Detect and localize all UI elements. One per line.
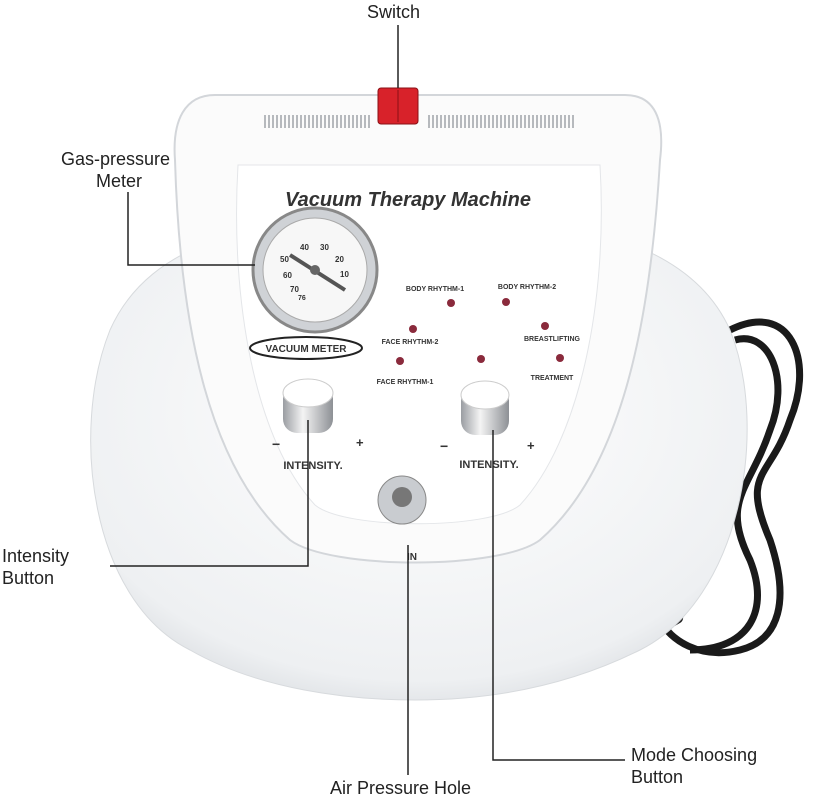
callout-line-2: Button bbox=[631, 767, 684, 787]
callout-line-1: Gas-pressure bbox=[60, 149, 170, 169]
intensity-knob[interactable] bbox=[282, 378, 334, 433]
callout-air-pressure-hole: Air Pressure Hole bbox=[330, 778, 472, 798]
vacuum-meter-label: VACUUM METER bbox=[266, 344, 348, 355]
callout-line-2: Meter bbox=[95, 171, 142, 191]
callout-lines bbox=[110, 25, 625, 775]
minus-label: − bbox=[440, 438, 448, 454]
air-pressure-inlet[interactable] bbox=[377, 475, 427, 525]
gauge-tick-label: 30 bbox=[320, 243, 329, 252]
mode-choosing-knob[interactable] bbox=[460, 380, 510, 435]
callout-intensity-button: Intensity Button bbox=[2, 545, 69, 589]
mode-label: BODY RHYTHM-2 bbox=[498, 284, 556, 291]
indicator-light bbox=[556, 354, 564, 362]
callout-switch: Switch bbox=[367, 2, 421, 22]
vent-grille: /* vents drawn below */ bbox=[264, 115, 574, 128]
inlet-label: IN bbox=[407, 552, 417, 563]
callout-line-2: Button bbox=[2, 568, 55, 588]
mode-label: BODY RHYTHM-1 bbox=[406, 286, 464, 293]
gauge-tick-label: 20 bbox=[335, 255, 344, 264]
indicator-light bbox=[502, 298, 510, 306]
indicator-light bbox=[477, 355, 485, 363]
indicator-light bbox=[447, 299, 455, 307]
indicator-light bbox=[396, 357, 404, 365]
gauge-tick-label: 70 bbox=[290, 285, 299, 294]
plus-label: + bbox=[356, 435, 364, 450]
mode-label: TREATMENT bbox=[531, 375, 574, 382]
minus-label: − bbox=[272, 436, 280, 452]
machine-title: Vacuum Therapy Machine bbox=[285, 189, 531, 211]
mode-indicators bbox=[396, 298, 564, 365]
callout-line-1: Mode Choosing bbox=[631, 745, 758, 765]
mode-label: BREASTLIFTING bbox=[524, 336, 581, 343]
gauge-tick-label: 40 bbox=[300, 243, 309, 252]
indicator-light bbox=[409, 325, 417, 333]
mode-label: FACE RHYTHM-2 bbox=[382, 339, 439, 346]
callout-mode-choosing-button: Mode Choosing Button bbox=[631, 744, 757, 788]
gauge-tick-label: 10 bbox=[340, 270, 349, 279]
gauge-tick-label: 50 bbox=[280, 255, 289, 264]
intensity-label: INTENSITY. bbox=[459, 459, 518, 471]
indicator-light bbox=[541, 322, 549, 330]
gauge-tick-label: 60 bbox=[283, 271, 292, 280]
callout-gas-pressure-meter: Gas-pressure Meter bbox=[42, 148, 170, 192]
plus-label: + bbox=[527, 438, 535, 453]
callout-line-1: Intensity bbox=[2, 546, 70, 566]
power-cord bbox=[656, 318, 804, 657]
mode-label: FACE RHYTHM-1 bbox=[377, 379, 434, 386]
gas-pressure-meter: 40 30 20 10 50 60 70 76 bbox=[251, 206, 379, 334]
intensity-label: INTENSITY. bbox=[283, 460, 342, 472]
gauge-tick-label: 76 bbox=[298, 295, 306, 302]
